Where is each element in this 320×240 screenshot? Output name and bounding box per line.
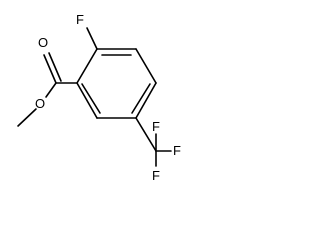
carbonyl-double-bond-b bbox=[48, 52, 62, 82]
ring-bond-c6-c1 bbox=[76, 48, 98, 84]
carbonyl-double-bond-a bbox=[43, 54, 57, 84]
ring-bond-c2-c3 bbox=[135, 48, 157, 84]
chemical-structure-diagram: F O O F F F bbox=[17, 12, 181, 183]
ring-double-bond-inner-left bbox=[81, 83, 101, 114]
methyl-bond bbox=[17, 108, 37, 127]
ring-double-bond-inner-right bbox=[131, 83, 151, 114]
carbonyl-oxygen-label: O bbox=[38, 35, 48, 50]
ester-oxygen-label: O bbox=[35, 96, 45, 111]
cf3-ring-bond bbox=[135, 117, 157, 152]
cf3-f-right-label: F bbox=[173, 143, 181, 158]
fluoro-atom-label: F bbox=[76, 12, 84, 27]
ring-bond-c3-c4 bbox=[135, 82, 157, 119]
cf3-f-top-label: F bbox=[152, 119, 160, 134]
ester-oxygen-bond bbox=[45, 82, 57, 98]
fluoro-bond bbox=[86, 27, 98, 50]
ring-bond-c5-c6 bbox=[76, 82, 98, 119]
cf3-f-bottom-label: F bbox=[152, 168, 160, 183]
